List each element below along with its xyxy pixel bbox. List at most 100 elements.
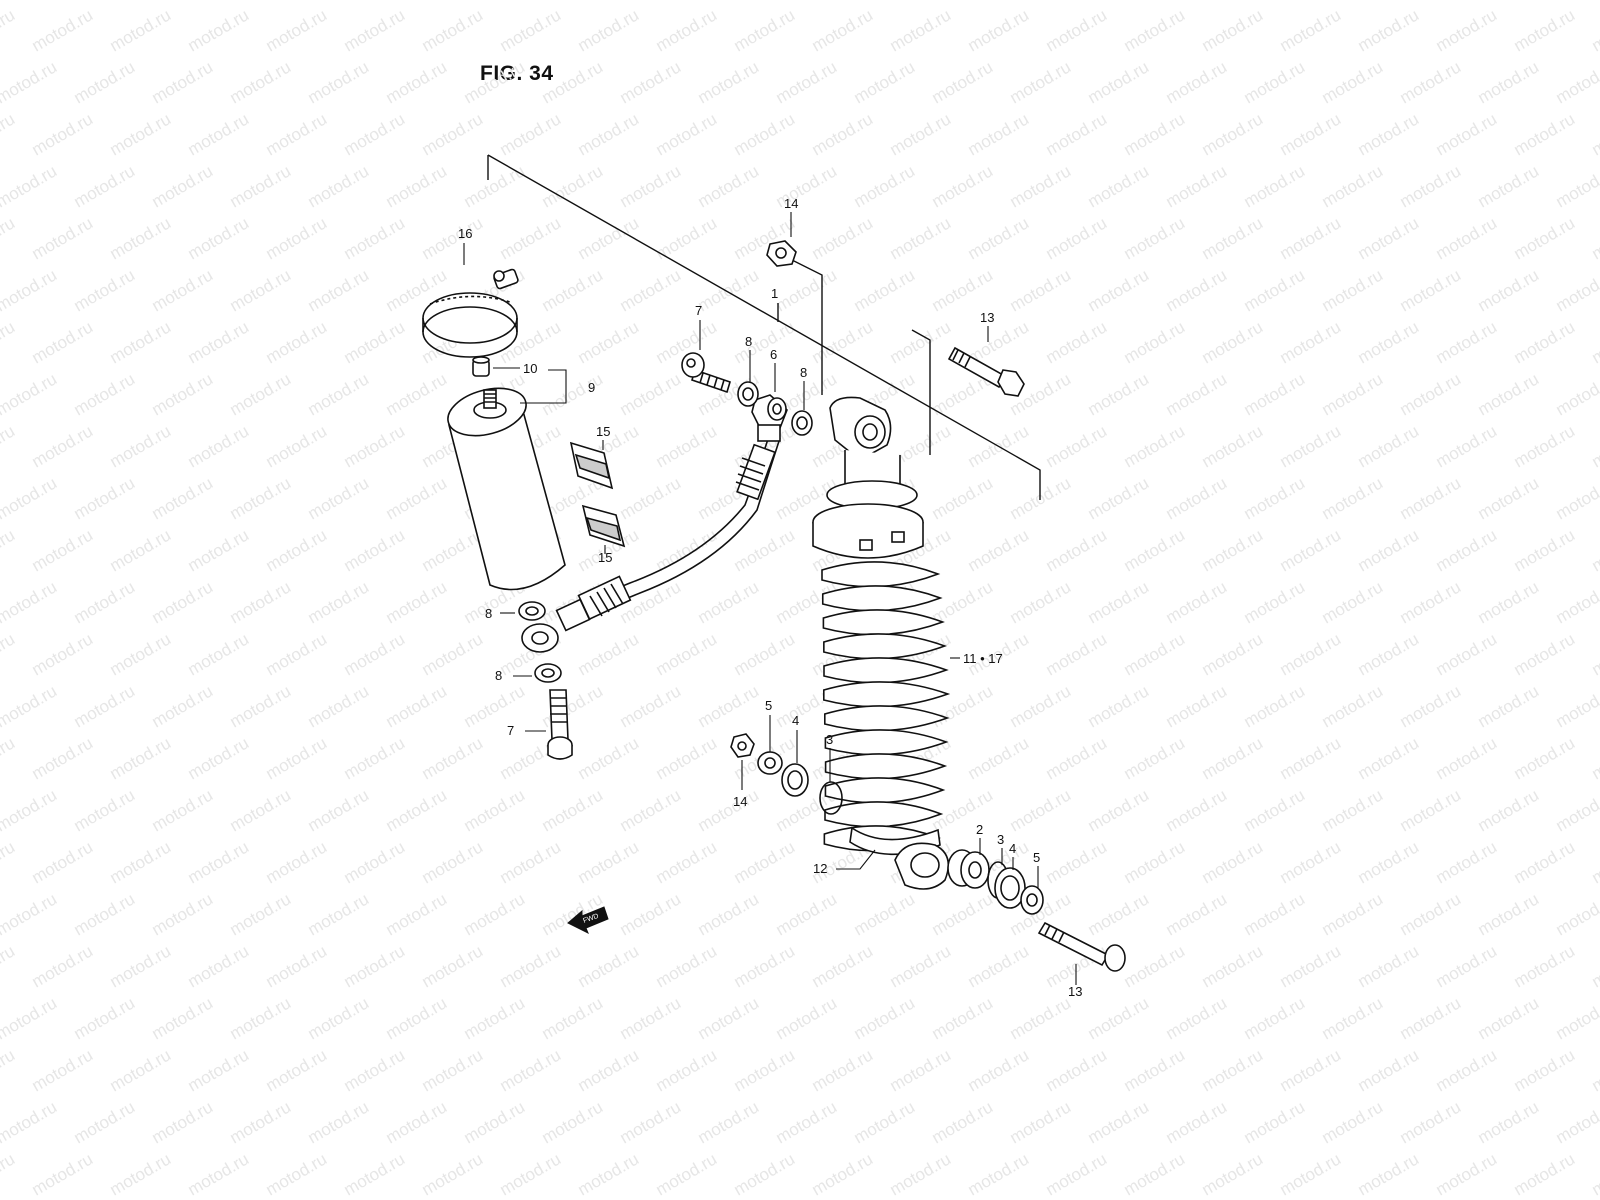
watermark-text: motod.ru: [1475, 161, 1543, 211]
watermark-text: motod.ru: [1007, 0, 1075, 3]
watermark-text: motod.ru: [305, 265, 373, 315]
watermark-text: motod.ru: [887, 109, 955, 159]
assembly-guide-lines: [487, 154, 1041, 500]
label-plate-upper: [569, 441, 614, 490]
callout-c6: 6: [770, 347, 777, 362]
forward-direction-arrow: FWD: [567, 906, 609, 935]
watermark-text: motod.ru: [617, 0, 685, 3]
callout-c16: 16: [458, 226, 472, 241]
watermark-text: motod.ru: [1475, 0, 1543, 3]
watermark-text: motod.ru: [1085, 681, 1153, 731]
watermark-text: motod.ru: [1043, 733, 1111, 783]
watermark-text: motod.ru: [1163, 577, 1231, 627]
watermark-text: motod.ru: [29, 733, 97, 783]
circlip-3-upper: [819, 781, 843, 815]
watermark-text: motod.ru: [1121, 629, 1189, 679]
watermark-text: motod.ru: [497, 109, 565, 159]
watermark-text: motod.ru: [71, 0, 139, 3]
watermark-text: motod.ru: [419, 941, 487, 991]
watermark-text: motod.ru: [1397, 889, 1465, 939]
washer-5-lower: [1020, 885, 1044, 915]
watermark-text: motod.ru: [1589, 109, 1600, 159]
watermark-text: motod.ru: [1241, 473, 1309, 523]
watermark-text: motod.ru: [1085, 577, 1153, 627]
watermark-text: motod.ru: [539, 161, 607, 211]
watermark-text: motod.ru: [653, 5, 721, 55]
watermark-text: motod.ru: [653, 109, 721, 159]
watermark-text: motod.ru: [617, 473, 685, 523]
watermark-text: motod.ru: [1319, 577, 1387, 627]
watermark-text: motod.ru: [1043, 109, 1111, 159]
watermark-text: motod.ru: [1199, 213, 1267, 263]
watermark-text: motod.ru: [653, 213, 721, 263]
watermark-text: motod.ru: [263, 1149, 331, 1199]
watermark-text: motod.ru: [851, 265, 919, 315]
watermark-text: motod.ru: [1553, 681, 1600, 731]
watermark-text: motod.ru: [809, 1149, 877, 1199]
watermark-text: motod.ru: [1433, 733, 1501, 783]
watermark-text: motod.ru: [227, 265, 295, 315]
watermark-text: motod.ru: [965, 733, 1033, 783]
valve-cap: [472, 356, 490, 377]
callout-c8d: 8: [495, 668, 502, 683]
watermark-text: motod.ru: [1355, 109, 1423, 159]
watermark-text: motod.ru: [263, 317, 331, 367]
watermark-text: motod.ru: [1163, 473, 1231, 523]
watermark-text: motod.ru: [71, 993, 139, 1043]
watermark-text: motod.ru: [887, 5, 955, 55]
watermark-text: motod.ru: [71, 577, 139, 627]
watermark-text: motod.ru: [305, 993, 373, 1043]
watermark-text: motod.ru: [1355, 1149, 1423, 1199]
watermark-text: motod.ru: [1397, 473, 1465, 523]
watermark-text: motod.ru: [263, 629, 331, 679]
watermark-text: motod.ru: [1511, 1045, 1579, 1095]
washer-8-upper-b: [791, 410, 813, 436]
watermark-text: motod.ru: [149, 785, 217, 835]
watermark-text: motod.ru: [149, 993, 217, 1043]
watermark-text: motod.ru: [227, 889, 295, 939]
collar-2: [947, 849, 990, 889]
spring-coil: [824, 705, 950, 732]
watermark-text: motod.ru: [107, 733, 175, 783]
watermark-text: motod.ru: [1085, 369, 1153, 419]
watermark-text: motod.ru: [1319, 785, 1387, 835]
watermark-text: motod.ru: [1199, 317, 1267, 367]
watermark-text: motod.ru: [497, 5, 565, 55]
watermark-text: motod.ru: [419, 837, 487, 887]
watermark-text: motod.ru: [965, 5, 1033, 55]
watermark-text: motod.ru: [419, 109, 487, 159]
watermark-text: motod.ru: [1043, 1149, 1111, 1199]
watermark-text: motod.ru: [1277, 1045, 1345, 1095]
watermark-text: motod.ru: [1163, 889, 1231, 939]
watermark-text: motod.ru: [419, 629, 487, 679]
watermark-text: motod.ru: [305, 681, 373, 731]
watermark-text: motod.ru: [71, 681, 139, 731]
spring-coil: [822, 609, 945, 636]
watermark-text: motod.ru: [0, 1149, 18, 1199]
watermark-text: motod.ru: [965, 525, 1033, 575]
watermark-text: motod.ru: [1085, 161, 1153, 211]
watermark-text: motod.ru: [263, 213, 331, 263]
watermark-text: motod.ru: [263, 837, 331, 887]
banjo-fitting-upper: [751, 394, 788, 442]
watermark-text: motod.ru: [1277, 109, 1345, 159]
watermark-text: motod.ru: [617, 57, 685, 107]
watermark-text: motod.ru: [1085, 265, 1153, 315]
callout-leader-lines: [463, 212, 1077, 985]
watermark-text: motod.ru: [1475, 473, 1543, 523]
callout-c2: 2: [976, 822, 983, 837]
watermark-text: motod.ru: [887, 213, 955, 263]
watermark-text: motod.ru: [1475, 265, 1543, 315]
watermark-text: motod.ru: [929, 57, 997, 107]
watermark-text: motod.ru: [1433, 317, 1501, 367]
watermark-text: motod.ru: [1121, 421, 1189, 471]
watermark-text: motod.ru: [1121, 5, 1189, 55]
watermark-text: motod.ru: [263, 733, 331, 783]
callout-c15a: 15: [596, 424, 610, 439]
watermark-text: motod.ru: [695, 57, 763, 107]
watermark-text: motod.ru: [341, 109, 409, 159]
watermark-text: motod.ru: [617, 889, 685, 939]
watermark-text: motod.ru: [1085, 785, 1153, 835]
watermark-text: motod.ru: [851, 993, 919, 1043]
